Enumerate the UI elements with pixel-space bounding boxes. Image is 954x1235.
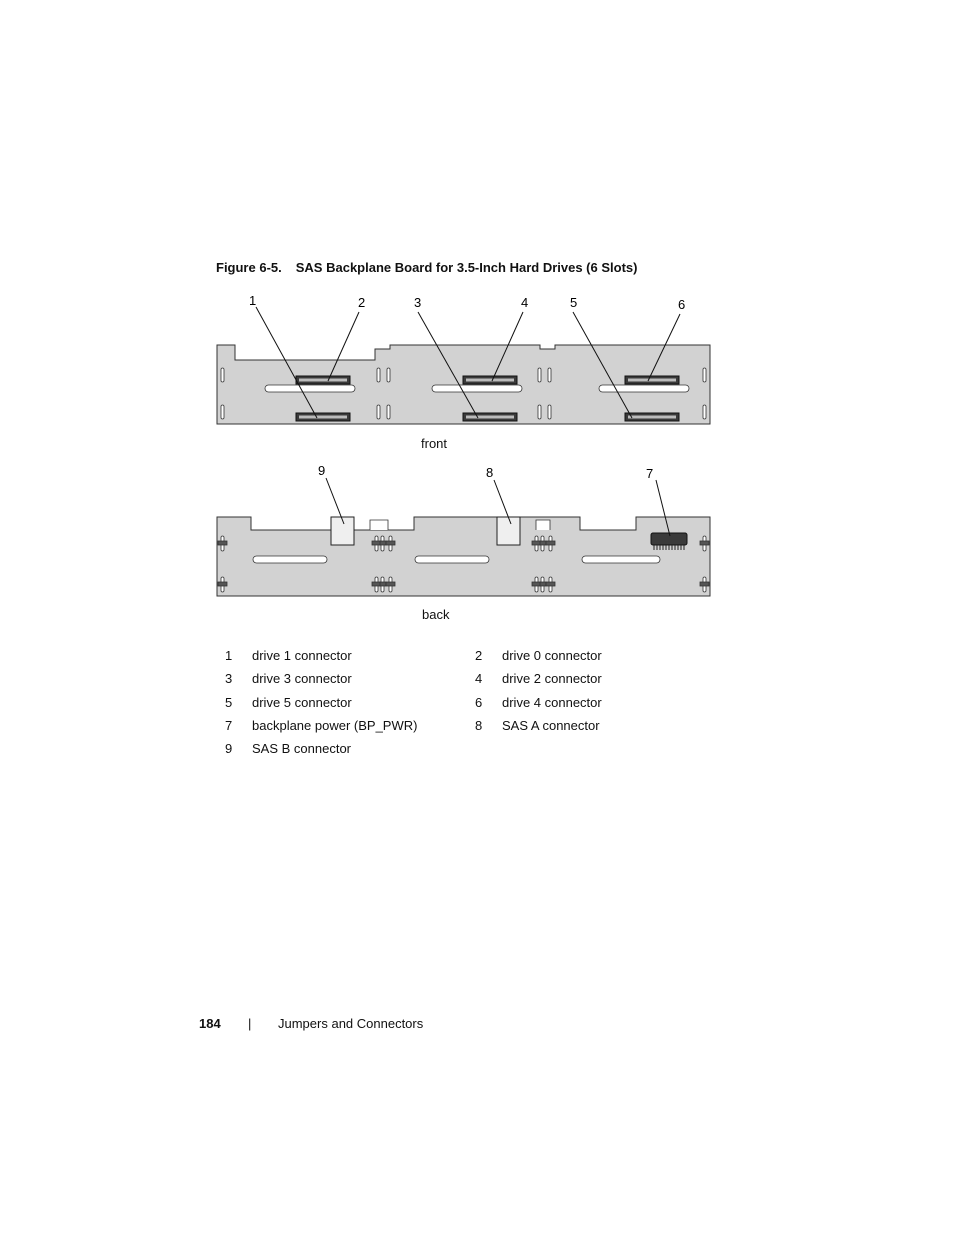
sas-b-connector (330, 516, 355, 546)
page-number: 184 (199, 1016, 221, 1031)
legend-table: 1 drive 1 connector 2 drive 0 connector … (220, 648, 640, 764)
callout-2: 2 (358, 295, 365, 310)
legend-number: 9 (225, 741, 233, 757)
legend-number: 4 (475, 671, 483, 687)
legend-text: drive 0 connector (502, 648, 602, 663)
callout-8: 8 (486, 465, 493, 480)
figure-caption: Figure 6-5. SAS Backplane Board for 3.5-I… (216, 260, 637, 275)
legend-number: 8 (475, 717, 483, 733)
legend-number: 3 (225, 671, 233, 687)
legend-number: 2 (475, 648, 483, 663)
back-slot (252, 555, 328, 564)
front-slot (598, 384, 690, 393)
legend-text: drive 1 connector (252, 648, 352, 663)
figure-number: Figure 6-5. (216, 260, 282, 275)
legend-number: 7 (225, 717, 233, 733)
legend-row: 1 drive 1 connector 2 drive 0 connector (220, 648, 640, 671)
drive-0-connector (295, 375, 351, 385)
back-board (216, 516, 711, 597)
front-vertical-slots (220, 367, 707, 420)
legend-text: SAS A connector (502, 717, 600, 733)
callout-7: 7 (646, 466, 653, 481)
callout-3: 3 (414, 295, 421, 310)
legend-text: drive 4 connector (502, 694, 602, 710)
legend-row: 5 drive 5 connector 6 drive 4 connector (220, 695, 640, 718)
callout-5: 5 (570, 295, 577, 310)
figure-title: SAS Backplane Board for 3.5-Inch Hard Dr… (295, 260, 638, 275)
legend-number: 5 (225, 694, 233, 710)
drive-2-connector (462, 375, 518, 385)
callout-4: 4 (521, 295, 528, 310)
front-slot (264, 384, 356, 393)
front-board (216, 344, 711, 425)
callout-1: 1 (249, 293, 256, 308)
back-slot (414, 555, 490, 564)
drive-4-connector (624, 375, 680, 385)
sas-a-connector (496, 516, 521, 546)
legend-text: backplane power (BP_PWR) (252, 717, 418, 733)
drive-1-connector (295, 412, 351, 422)
legend-number: 1 (225, 648, 233, 663)
back-slot (581, 555, 661, 564)
front-label: front (421, 436, 448, 451)
front-leader-lines (255, 306, 681, 419)
callout-6: 6 (678, 297, 685, 312)
legend-text: drive 5 connector (252, 694, 352, 710)
legend-number: 6 (475, 694, 483, 710)
legend-row: 7 backplane power (BP_PWR) 8 SAS A conne… (220, 718, 640, 741)
section-title: Jumpers and Connectors (278, 1016, 424, 1031)
legend-text: SAS B connector (252, 741, 351, 757)
legend-row: 3 drive 3 connector 4 drive 2 connector (220, 671, 640, 694)
drive-5-connector (624, 412, 680, 422)
front-slot (431, 384, 523, 393)
back-standoffs (217, 535, 710, 593)
back-label: back (422, 607, 450, 622)
backplane-power-connector (650, 532, 688, 550)
legend-text: drive 3 connector (252, 671, 352, 687)
drive-3-connector (462, 412, 518, 422)
legend-row: 9 SAS B connector (220, 741, 640, 764)
legend-text: drive 2 connector (502, 671, 602, 687)
callout-9: 9 (318, 463, 325, 478)
back-leader-lines (325, 477, 671, 537)
footer-separator: | (248, 1016, 252, 1031)
